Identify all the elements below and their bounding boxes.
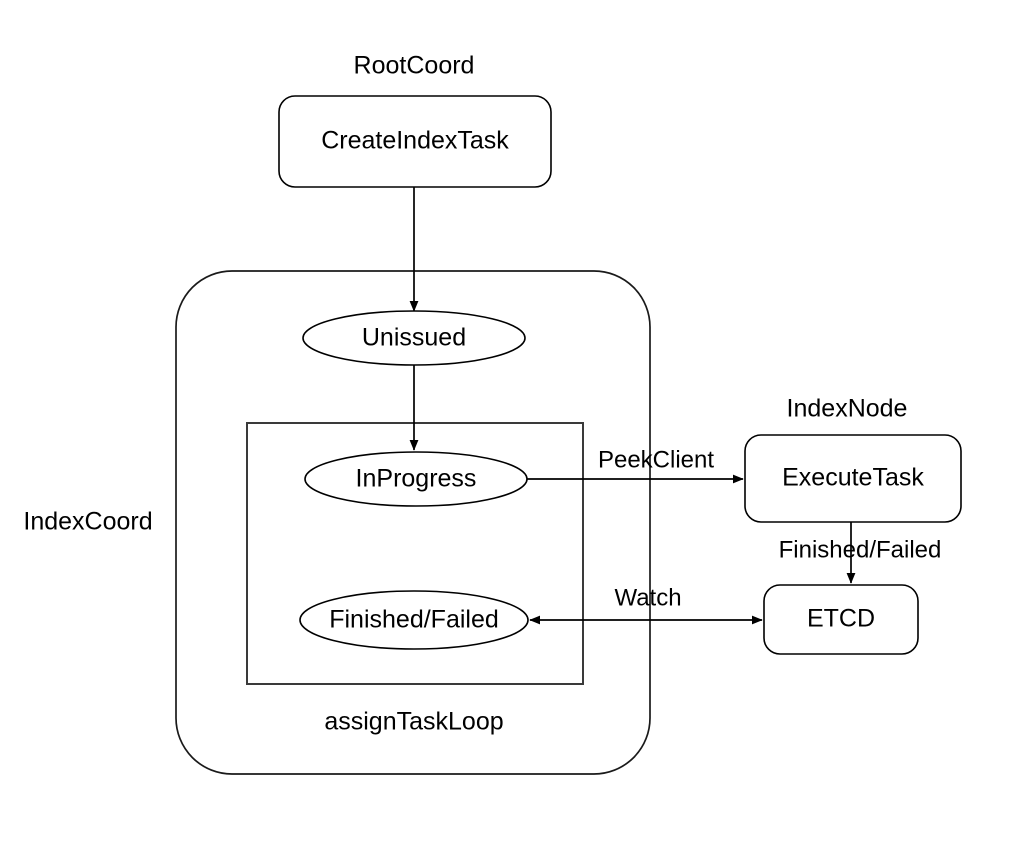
node-execute-task[interactable] — [744, 434, 962, 523]
assign-task-loop-label: assignTaskLoop — [324, 708, 503, 736]
index-coord-label: IndexCoord — [23, 508, 152, 536]
edge-label-finished-failed: Finished/Failed — [779, 536, 942, 563]
edge-label-watch: Watch — [614, 584, 681, 611]
node-finished-failed[interactable] — [299, 590, 529, 650]
node-label-execute-task: ExecuteTask — [782, 464, 924, 492]
assign-task-loop-container — [246, 422, 584, 685]
edge-label-peekclient: PeekClient — [598, 446, 714, 473]
node-label-finished-failed: Finished/Failed — [329, 606, 499, 634]
node-unissued[interactable] — [302, 310, 526, 366]
node-in-progress[interactable] — [304, 451, 528, 507]
node-etcd[interactable] — [763, 584, 919, 655]
node-label-unissued: Unissued — [362, 324, 466, 352]
node-label-etcd: ETCD — [807, 605, 875, 633]
index-node-label: IndexNode — [787, 395, 908, 423]
node-label-in-progress: InProgress — [356, 465, 477, 493]
root-coord-label: RootCoord — [354, 52, 475, 80]
index-coord-container — [175, 270, 651, 775]
node-create-index-task[interactable] — [278, 95, 552, 188]
node-label-create-index-task: CreateIndexTask — [321, 127, 509, 155]
